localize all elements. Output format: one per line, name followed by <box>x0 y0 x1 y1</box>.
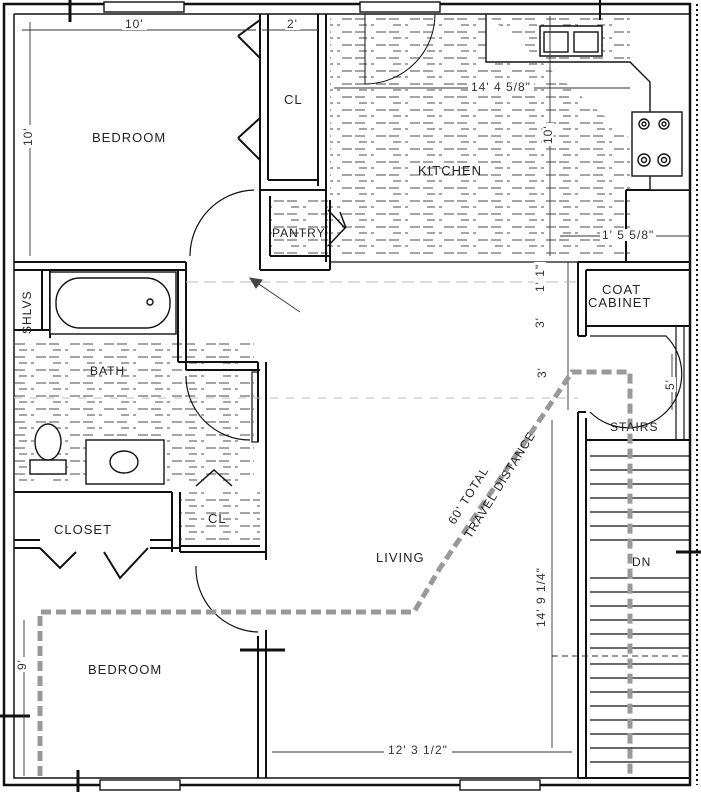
stairs-down-label: DN <box>632 555 652 569</box>
dim-hall-a: 1' 1" <box>533 261 547 294</box>
doors <box>39 13 683 633</box>
kitchen-label: KITCHEN <box>418 163 483 178</box>
kitchen-counters <box>485 14 690 191</box>
closet-top-label: CL <box>284 92 303 107</box>
dim-kitchen-right: 1' 5 5/8" <box>600 228 657 242</box>
dim-living-width: 12' 3 1/2" <box>384 744 452 756</box>
dim-bedroom-top-width: 10' <box>122 18 147 30</box>
shelves-label: SHLVS <box>20 290 34 334</box>
dim-stairs-a: 5' <box>663 377 677 392</box>
bedroom-top-label: BEDROOM <box>92 130 167 145</box>
pantry-door <box>327 209 347 247</box>
travel-distance-path <box>37 369 633 778</box>
toilet-tank <box>29 459 67 475</box>
bath-label: BATH <box>90 364 126 378</box>
toilet-bowl <box>34 423 62 461</box>
dim-kitchen-height: 10' <box>541 123 555 146</box>
pantry-floor <box>270 196 328 256</box>
stair-treads <box>590 326 690 763</box>
projection-lines <box>14 277 578 399</box>
dim-living-height: 14' 9 1/4" <box>534 564 548 630</box>
closet-left-doors <box>39 547 149 580</box>
dim-closet-width: 2' <box>285 17 300 31</box>
pantry-label: PANTRY <box>272 226 326 240</box>
closet-mid-door <box>195 468 233 487</box>
bedroom-bottom-label: BEDROOM <box>88 662 163 677</box>
bath-door <box>185 375 251 441</box>
bath-sink <box>109 450 139 474</box>
dim-bedroom-bottom-height: 9' <box>15 657 29 672</box>
living-label: LIVING <box>376 550 425 565</box>
closet-left-label: CLOSET <box>54 522 113 537</box>
stairs-door <box>589 335 683 429</box>
bedroom-bottom-door <box>195 565 259 633</box>
kitchen-door-swing <box>364 13 436 85</box>
dim-bedroom-top-height: 10' <box>21 125 35 148</box>
dim-hall-b: 3' <box>533 315 547 330</box>
coat-cabinet-label-1: COAT <box>602 282 642 297</box>
stairs-label: STAIRS <box>610 420 659 434</box>
closet-mid-floor <box>180 492 260 544</box>
dim-kitchen-width: 14' 4 5/8" <box>468 81 534 93</box>
bedroom-top-door <box>189 189 255 257</box>
coat-cabinet-label-2: CABINET <box>588 295 652 310</box>
outer-wall-inner <box>13 13 690 779</box>
closet-mid-label: CL <box>208 511 227 526</box>
dim-hall-c: 3' <box>535 365 549 380</box>
bath-fixtures <box>29 271 177 485</box>
